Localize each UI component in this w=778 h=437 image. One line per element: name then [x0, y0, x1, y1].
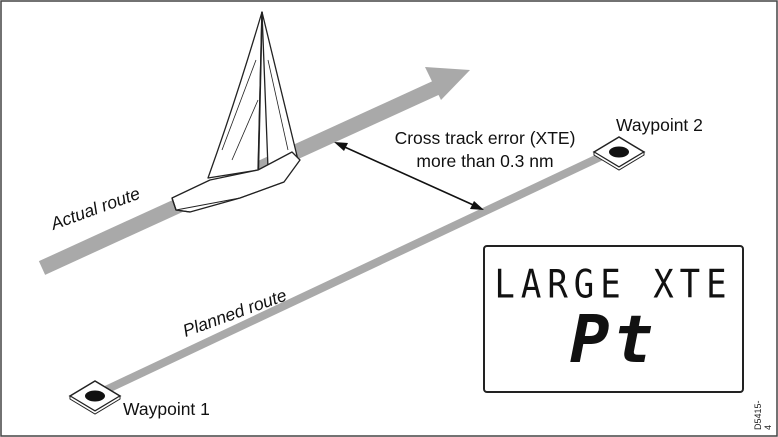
xte-label-line2: more than 0.3 nm [416, 151, 554, 171]
xte-double-arrow [334, 142, 484, 210]
xte-label: Cross track error (XTE) more than 0.3 nm [360, 127, 610, 173]
sailboat-icon [171, 11, 301, 213]
planned-route-band [93, 146, 617, 399]
lcd-line-2: Pt [569, 301, 658, 378]
waypoint-2-label: Waypoint 2 [616, 115, 703, 135]
waypoint-2-marker [592, 136, 646, 171]
lcd-line-1: LARGE XTE [494, 262, 733, 308]
xte-label-line1: Cross track error (XTE) [394, 128, 576, 148]
reference-code: D5415-4 [753, 400, 773, 430]
waypoint-1-label: Waypoint 1 [123, 399, 210, 419]
waypoint-1-marker [68, 380, 122, 415]
actual-route-arrowhead [425, 67, 470, 100]
lcd-display: LARGE XTE Pt [483, 245, 744, 393]
